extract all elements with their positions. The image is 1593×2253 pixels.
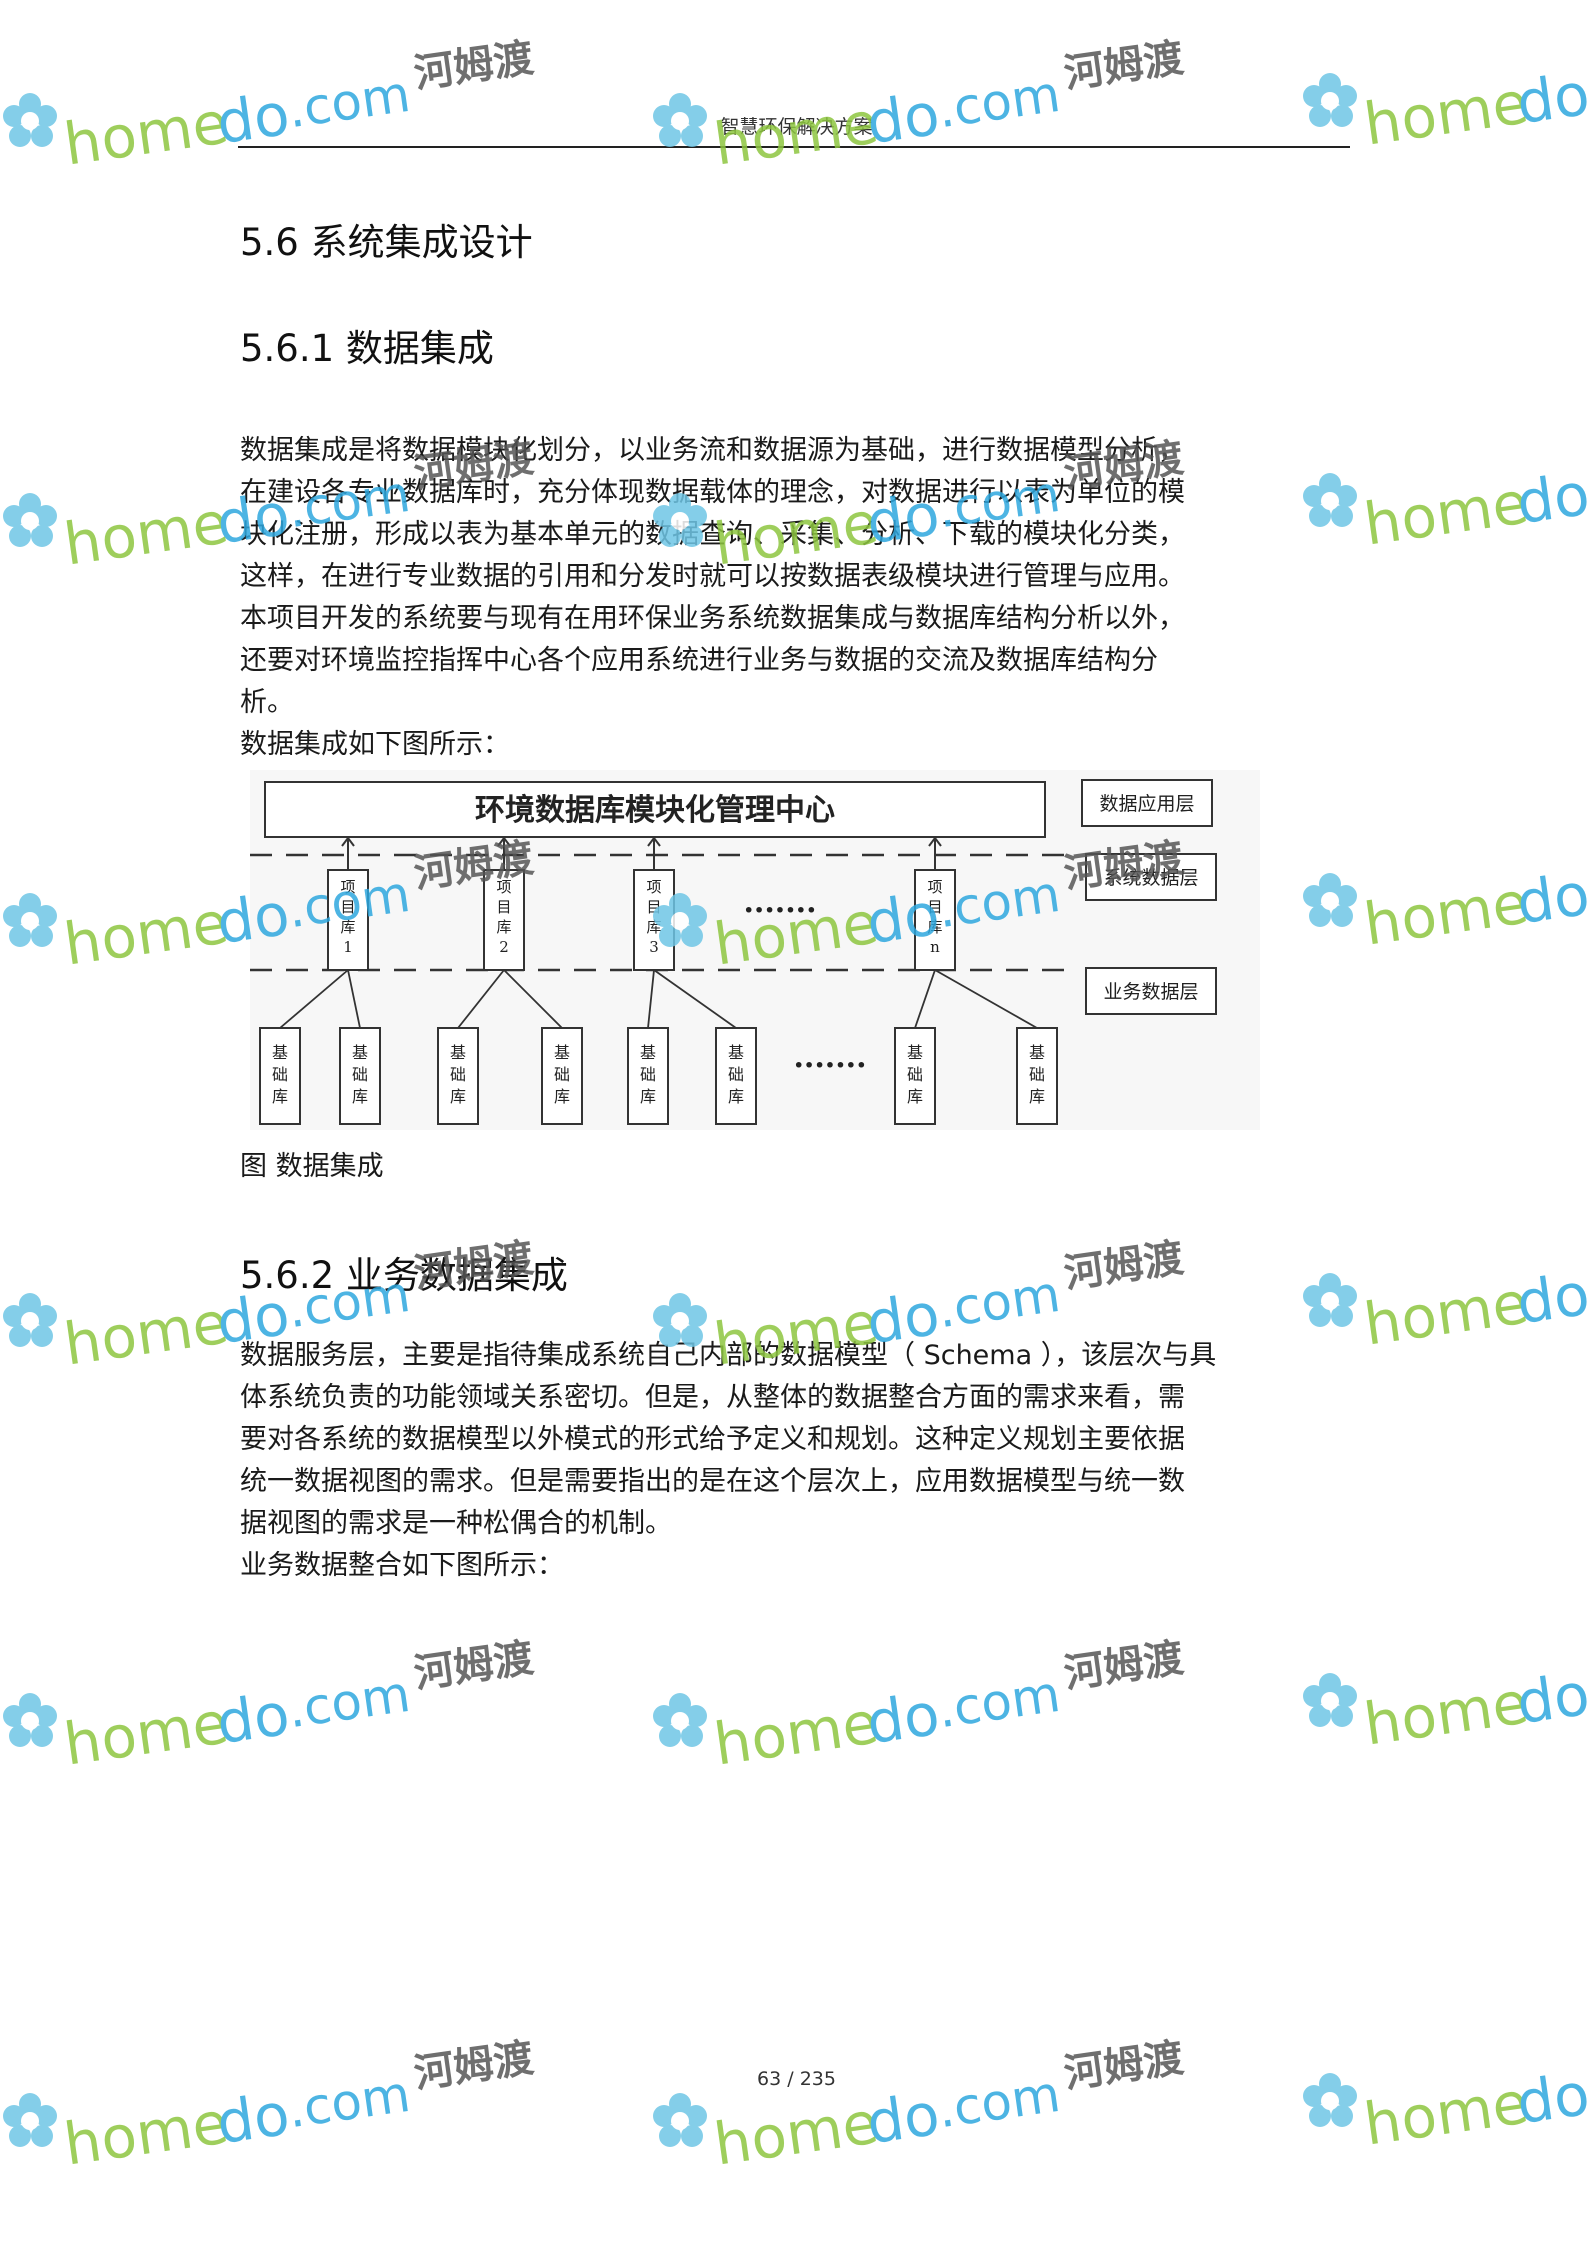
project-db-1: 项 目 库 1 (327, 836, 369, 971)
watermark (653, 35, 1191, 179)
layer-box-application (1081, 779, 1213, 827)
svg-text:基: 基 (1029, 1043, 1045, 1062)
svg-text:础: 础 (272, 1065, 288, 1084)
svg-text:础: 础 (1029, 1065, 1045, 1084)
svg-text:础: 础 (554, 1065, 570, 1084)
paragraph-line: 数据集成是将数据模块化划分，以业务流和数据源为基础，进行数据模型分析， (240, 435, 1185, 466)
paragraph-line: 要对各系统的数据模型以外模式的形式给予定义和规划。这种定义规划主要依据 (240, 1424, 1185, 1455)
ellipsis-project-dbs: ······· (743, 893, 816, 928)
svg-text:库: 库 (340, 918, 355, 936)
svg-text:库: 库 (640, 1087, 656, 1106)
svg-text:2: 2 (499, 938, 509, 956)
paragraph-line: 块化注册，形成以表为基本单元的数据查询、采集、分析、下载的模块化分类， (240, 514, 1340, 556)
paragraph-line: 本项目开发的系统要与现有在用环保业务系统数据集成与数据库结构分析以外， (240, 603, 1185, 634)
svg-text:库: 库 (907, 1087, 923, 1106)
running-header: 智慧环保解决方案 (0, 112, 1593, 139)
header-divider (238, 146, 1350, 148)
svg-text:础: 础 (728, 1065, 744, 1084)
paragraph-line: 据视图的需求是一种松偶合的机制。 (240, 1508, 672, 1539)
management-center-label: 环境数据库模块化管理中心 (475, 793, 835, 828)
page-number: 63 / 235 (757, 2068, 836, 2090)
svg-text:基: 基 (728, 1043, 744, 1062)
paragraph-line: 业务数据整合如下图所示： (240, 1550, 564, 1581)
watermark (1303, 1215, 1593, 1359)
base-db: 基 础 库 (627, 1027, 669, 1125)
watermark (1303, 1615, 1593, 1759)
svg-text:库: 库 (450, 1087, 466, 1106)
svg-text:基: 基 (640, 1043, 656, 1062)
svg-text:库: 库 (1029, 1087, 1045, 1106)
watermark (1303, 415, 1593, 559)
svg-text:库: 库 (646, 918, 661, 936)
svg-text:目: 目 (340, 898, 355, 916)
svg-text:项: 项 (340, 878, 355, 896)
project-db-2: 项 目 库 2 (483, 836, 525, 971)
svg-text:目: 目 (927, 898, 942, 916)
watermark (3, 35, 541, 179)
subsection-heading-business-data-integration: 5.6.2 业务数据集成 (240, 1254, 568, 1297)
svg-text:库: 库 (496, 918, 511, 936)
paragraph-line: 数据服务层，主要是指待集成系统自己内部的数据模型（ Schema ），该层次与具 (240, 1340, 1217, 1371)
business-data-integration-paragraph: 数据服务层，主要是指待集成系统自己内部的数据模型（ Schema ），该层次与具… (240, 1335, 1340, 1587)
paragraph-line: 体系统负责的功能领域关系密切。但是，从整体的数据整合方面的需求来看，需 (240, 1382, 1185, 1413)
svg-text:n: n (930, 938, 940, 956)
svg-text:1: 1 (343, 938, 353, 956)
svg-text:目: 目 (496, 898, 511, 916)
svg-text:础: 础 (640, 1065, 656, 1084)
paragraph-line: 数据集成如下图所示： (240, 729, 510, 760)
base-db: 基 础 库 (894, 1027, 936, 1125)
svg-text:础: 础 (352, 1065, 368, 1084)
base-db: 基 础 库 (541, 1027, 583, 1125)
watermark (653, 1635, 1191, 1779)
svg-text:库: 库 (554, 1087, 570, 1106)
layer-label-application: 数据应用层 (1099, 793, 1194, 815)
svg-text:项: 项 (496, 878, 511, 896)
base-db: 基 础 库 (339, 1027, 381, 1125)
watermark (3, 2035, 541, 2179)
svg-text:基: 基 (450, 1043, 466, 1062)
paragraph-line: 统一数据视图的需求。但是需要指出的是在这个层次上，应用数据模型与统一数 (240, 1466, 1185, 1497)
watermark (1303, 815, 1593, 959)
svg-text:项: 项 (927, 878, 942, 896)
management-center-box (264, 781, 1046, 838)
data-integration-diagram: 环境数据库模块化管理中心 数据应用层 系统数据层 业务数据层 项 目 库 1 项… (250, 770, 1260, 1130)
base-db: 基 础 库 (437, 1027, 479, 1125)
svg-text:目: 目 (646, 898, 661, 916)
paragraph-line: 还要对环境监控指挥中心各个应用系统进行业务与数据的交流及数据库结构分 (240, 645, 1158, 676)
base-db: 基 础 库 (259, 1027, 301, 1125)
svg-text:基: 基 (272, 1043, 288, 1062)
svg-text:项: 项 (646, 878, 661, 896)
watermark (3, 1635, 541, 1779)
svg-text:础: 础 (907, 1065, 923, 1084)
svg-text:基: 基 (554, 1043, 570, 1062)
svg-text:基: 基 (907, 1043, 923, 1062)
base-db: 基 础 库 (715, 1027, 757, 1125)
svg-text:库: 库 (352, 1087, 368, 1106)
paragraph-line: 析。 (240, 687, 294, 718)
svg-text:库: 库 (728, 1087, 744, 1106)
svg-text:库: 库 (272, 1087, 288, 1106)
svg-text:库: 库 (927, 918, 942, 936)
project-db-3: 项 目 库 3 (633, 836, 675, 971)
base-db: 基 础 库 (1016, 1027, 1058, 1125)
connector-lines (279, 969, 1038, 1029)
layer-label-system: 系统数据层 (1103, 867, 1198, 889)
section-heading: 5.6 系统集成设计 (240, 221, 533, 264)
project-db-n: 项 目 库 n (914, 836, 956, 971)
paragraph-line: 在建设各专业数据库时，充分体现数据载体的理念，对数据进行以表为单位的模 (240, 477, 1185, 508)
subsection-heading-data-integration: 5.6.1 数据集成 (240, 327, 494, 370)
svg-text:3: 3 (649, 938, 659, 956)
paragraph-line: 这样，在进行专业数据的引用和分发时就可以按数据表级模块进行管理与应用。 (240, 561, 1185, 592)
svg-text:础: 础 (450, 1065, 466, 1084)
svg-text:基: 基 (352, 1043, 368, 1062)
watermark (653, 2035, 1191, 2179)
figure-caption: 图 数据集成 (240, 1151, 384, 1182)
layer-label-business: 业务数据层 (1103, 981, 1198, 1003)
data-integration-paragraph: 数据集成是将数据模块化划分，以业务流和数据源为基础，进行数据模型分析， 在建设各… (240, 430, 1340, 766)
ellipsis-base-dbs: ······· (793, 1048, 866, 1083)
